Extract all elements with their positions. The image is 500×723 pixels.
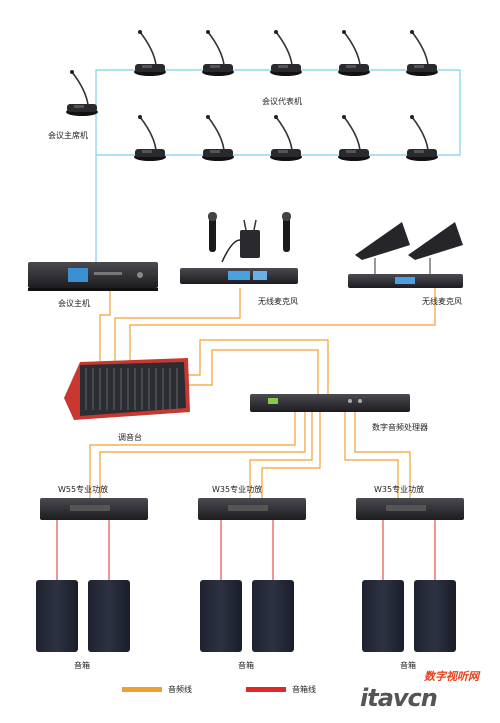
audio-lines: [89, 288, 436, 498]
audio-line: [344, 412, 399, 498]
bus-line: [95, 69, 461, 262]
amplifier-1: [40, 498, 148, 520]
chairman-mic: [65, 69, 99, 117]
legend-audio-swatch: [122, 687, 162, 692]
delegate-mic: [133, 114, 167, 162]
audio-line: [261, 412, 321, 498]
audio-line: [170, 339, 329, 394]
mixer-label: 调音台: [118, 433, 142, 442]
speaker-pair-3: [362, 580, 456, 652]
delegate-mic: [337, 29, 371, 77]
legend-speaker-label: 音箱线: [292, 685, 316, 694]
delegate-mic: [201, 114, 235, 162]
delegate-mic-row-top: [133, 29, 439, 77]
audio-line: [89, 412, 296, 498]
amp-1-label: W55专业功放: [58, 485, 109, 494]
amp-3-label: W35专业功放: [374, 485, 425, 494]
speaker-label-3: 音箱: [400, 661, 416, 670]
delegate-mic: [133, 29, 167, 77]
dsp-label: 数字音频处理器: [372, 423, 428, 432]
watermark-cn: 数字视听网: [424, 670, 479, 683]
watermark-en: itavcn: [360, 684, 438, 712]
delegate-units-label: 会议代表机: [262, 97, 302, 106]
speaker-pair-2: [200, 580, 294, 652]
legend-speaker-swatch: [246, 687, 286, 692]
wireless-mic-system-1: [180, 212, 298, 284]
chairman-unit-label: 会议主席机: [48, 131, 88, 140]
wireless-mic-system-2: [348, 222, 463, 288]
conference-host-unit: [28, 262, 158, 291]
delegate-mic-row-bottom: [133, 114, 439, 162]
delegate-mic: [405, 29, 439, 77]
wireless-mic-2-label: 无线麦克风: [422, 297, 462, 306]
audio-line: [99, 291, 111, 362]
conference-host-label: 会议主机: [58, 299, 90, 308]
speaker-label-1: 音箱: [74, 661, 90, 670]
audio-line: [99, 412, 306, 498]
amp-2-label: W35专业功放: [212, 485, 263, 494]
wireless-mic-1-label: 无线麦克风: [258, 297, 298, 306]
delegate-mic: [201, 29, 235, 77]
delegate-mic: [337, 114, 371, 162]
mixer: [64, 358, 190, 420]
audio-line: [114, 288, 241, 362]
amplifier-3: [356, 498, 464, 520]
digital-audio-processor: [250, 394, 410, 412]
delegate-mic: [405, 114, 439, 162]
amplifier-2: [198, 498, 306, 520]
delegate-mic: [269, 114, 303, 162]
speaker-pair-1: [36, 580, 130, 652]
audio-line: [354, 412, 411, 498]
audio-line: [170, 349, 319, 394]
delegate-mic: [269, 29, 303, 77]
legend-audio-label: 音频线: [168, 685, 192, 694]
speaker-lines: [56, 520, 436, 580]
audio-line: [129, 288, 436, 362]
speaker-label-2: 音箱: [238, 661, 254, 670]
audio-line: [249, 412, 313, 498]
